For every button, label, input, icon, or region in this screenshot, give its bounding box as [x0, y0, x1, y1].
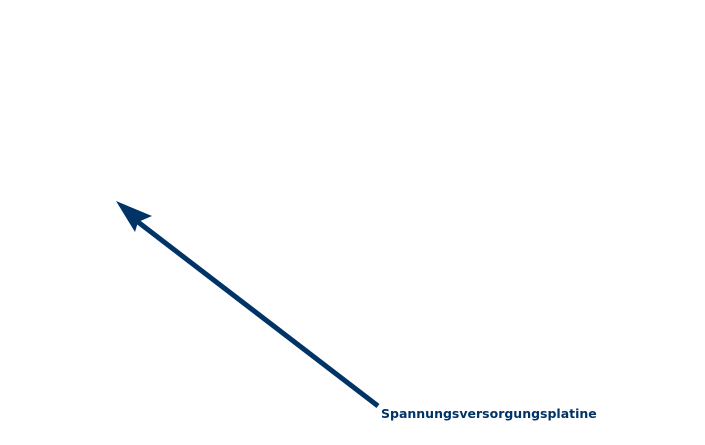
arrowhead-icon	[116, 201, 152, 232]
callout-arrow-line	[136, 220, 380, 408]
callout-label: Spannungsversorgungsplatine	[381, 406, 597, 421]
